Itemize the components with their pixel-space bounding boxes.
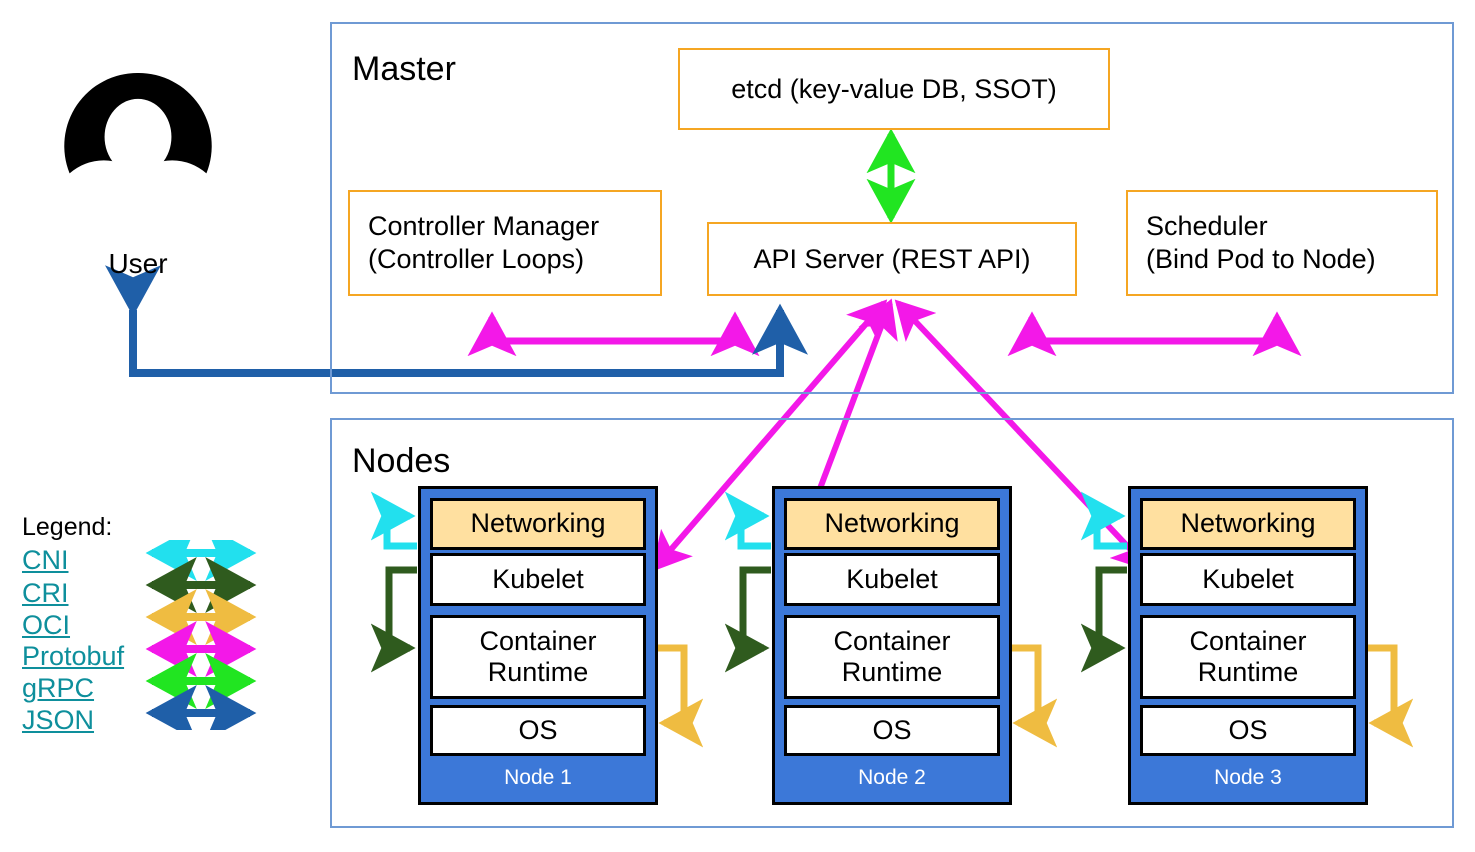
node-3-kubelet-label: Kubelet <box>1202 563 1294 594</box>
node-card-node-1[interactable]: Networking Kubelet Container Runtime OS … <box>418 486 658 805</box>
node-1-networking-label: Networking <box>470 508 606 539</box>
controller-manager-label-line2: (Controller Loops) <box>368 244 585 274</box>
user-avatar-icon <box>64 73 212 175</box>
legend-arrows <box>145 540 257 730</box>
node-1-container-runtime-label-line1: Container <box>479 625 597 656</box>
node-3-layer-networking[interactable]: Networking <box>1140 498 1356 550</box>
node-3-layer-kubelet[interactable]: Kubelet <box>1140 553 1356 606</box>
api-server-box[interactable]: API Server (REST API) <box>707 222 1077 296</box>
node-2-layer-kubelet[interactable]: Kubelet <box>784 553 1000 606</box>
node-2-layer-os[interactable]: OS <box>784 705 1000 756</box>
master-group-title: Master <box>352 50 456 88</box>
node-2-networking-label: Networking <box>824 508 960 539</box>
node-card-node-2[interactable]: Networking Kubelet Container Runtime OS … <box>772 486 1012 805</box>
node-3-layer-container-runtime[interactable]: Container Runtime <box>1140 615 1356 699</box>
node-1-layer-networking[interactable]: Networking <box>430 498 646 550</box>
scheduler-label-line1: Scheduler <box>1146 211 1268 242</box>
node-2-container-runtime-label-line1: Container <box>833 625 951 656</box>
legend-label-grpc[interactable]: gRPC <box>22 673 95 703</box>
etcd-label: etcd (key-value DB, SSOT) <box>731 73 1057 104</box>
node-2-layer-container-runtime[interactable]: Container Runtime <box>784 615 1000 699</box>
node-2-name: Node 2 <box>858 766 926 789</box>
node-1-layer-os[interactable]: OS <box>430 705 646 756</box>
legend-label-cri[interactable]: CRI <box>22 578 69 608</box>
node-1-layer-container-runtime[interactable]: Container Runtime <box>430 615 646 699</box>
etcd-box[interactable]: etcd (key-value DB, SSOT) <box>678 48 1110 130</box>
user-label: User <box>108 248 168 279</box>
node-2-os-label: OS <box>872 714 912 745</box>
master-group <box>330 22 1454 394</box>
legend-label-oci[interactable]: OCI <box>22 610 71 640</box>
api-server-label: API Server (REST API) <box>753 243 1031 274</box>
scheduler-label-line2: (Bind Pod to Node) <box>1146 244 1376 274</box>
nodes-group-title: Nodes <box>352 442 451 480</box>
node-3-networking-label: Networking <box>1180 508 1316 539</box>
node-3-os-label: OS <box>1228 714 1268 745</box>
scheduler-box[interactable]: Scheduler (Bind Pod to Node) <box>1126 190 1438 296</box>
node-3-name: Node 3 <box>1214 766 1282 789</box>
node-1-layer-kubelet[interactable]: Kubelet <box>430 553 646 606</box>
node-3-container-runtime-label-line2: Runtime <box>1197 657 1299 687</box>
node-1-name: Node 1 <box>504 766 572 789</box>
node-2-container-runtime-label-line2: Runtime <box>841 657 943 687</box>
node-1-os-label: OS <box>518 714 558 745</box>
legend-label-json[interactable]: JSON <box>22 705 95 735</box>
legend-label-protobuf[interactable]: Protobuf <box>22 641 125 671</box>
node-3-container-runtime-label-line1: Container <box>1189 625 1307 656</box>
legend-label-cni[interactable]: CNI <box>22 545 69 575</box>
node-2-layer-networking[interactable]: Networking <box>784 498 1000 550</box>
node-card-node-3[interactable]: Networking Kubelet Container Runtime OS … <box>1128 486 1368 805</box>
node-2-kubelet-label: Kubelet <box>846 563 938 594</box>
node-3-layer-os[interactable]: OS <box>1140 705 1356 756</box>
legend-title: Legend: <box>22 513 113 541</box>
node-1-kubelet-label: Kubelet <box>492 563 584 594</box>
controller-manager-box[interactable]: Controller Manager (Controller Loops) <box>348 190 662 296</box>
controller-manager-label-line1: Controller Manager <box>368 211 600 242</box>
node-1-container-runtime-label-line2: Runtime <box>487 657 589 687</box>
nodes-group <box>330 418 1454 828</box>
